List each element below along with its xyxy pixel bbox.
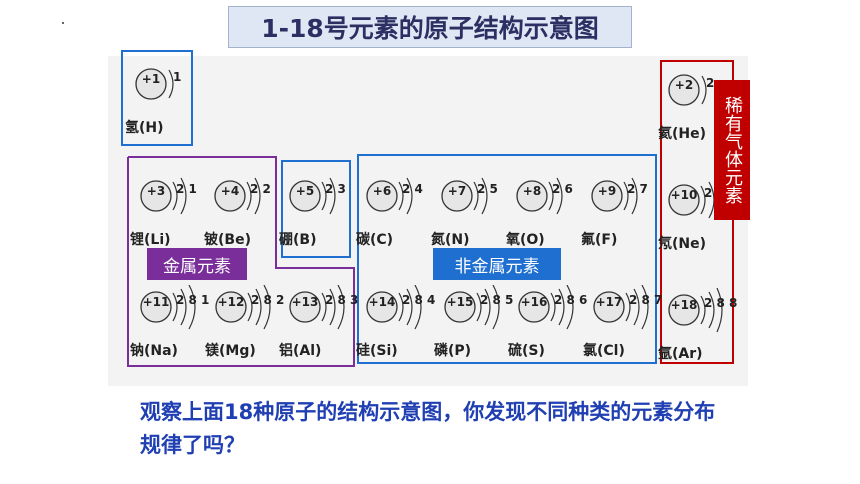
element-name: 硅(Si) bbox=[356, 343, 398, 359]
noble-gas-label: 稀有气体元素 bbox=[714, 80, 750, 220]
shell-electrons: 2 bbox=[706, 76, 715, 90]
nucleus-charge: +7 bbox=[447, 184, 467, 198]
nonmetal-label: 非金属元素 bbox=[433, 248, 561, 280]
shell-electrons: 2 8 5 bbox=[480, 293, 514, 307]
nucleus-charge: +13 bbox=[291, 295, 319, 309]
element-Ar: +18 2 8 8 氩(Ar) bbox=[658, 288, 738, 384]
shell-electrons: 2 2 bbox=[250, 182, 271, 196]
nucleus-charge: +17 bbox=[595, 295, 623, 309]
element-name: 镁(Mg) bbox=[205, 343, 256, 359]
shell-electrons: 2 1 bbox=[176, 182, 197, 196]
element-C: +6 2 4 碳(C) bbox=[356, 174, 434, 270]
shell-electrons: 2 4 bbox=[402, 182, 423, 196]
shell-electrons: 2 7 bbox=[627, 182, 648, 196]
diagram-panel bbox=[108, 56, 748, 386]
element-N: +7 2 5 氮(N) bbox=[431, 174, 509, 270]
shell-electrons: 2 8 8 bbox=[704, 296, 738, 310]
nucleus-charge: +3 bbox=[146, 184, 166, 198]
element-Si: +14 2 8 4 硅(Si) bbox=[356, 285, 436, 381]
element-name: 锂(Li) bbox=[130, 232, 171, 248]
nucleus-charge: +11 bbox=[142, 295, 170, 309]
element-name: 氮(N) bbox=[431, 232, 470, 248]
element-B: +5 2 3 硼(B) bbox=[279, 174, 357, 270]
nucleus-charge: +5 bbox=[295, 184, 315, 198]
shell-electrons: 2 8 6 bbox=[554, 293, 588, 307]
shell-electrons: 2 8 1 bbox=[176, 293, 210, 307]
element-S: +16 2 8 6 硫(S) bbox=[508, 285, 588, 381]
element-F: +9 2 7 氟(F) bbox=[581, 174, 659, 270]
element-name: 铝(Al) bbox=[279, 343, 322, 359]
element-name: 氖(Ne) bbox=[658, 236, 707, 252]
element-name: 氯(Cl) bbox=[583, 343, 625, 359]
element-name: 硼(B) bbox=[279, 232, 317, 248]
element-Na: +11 2 8 1 钠(Na) bbox=[130, 285, 210, 381]
nucleus-charge: +2 bbox=[674, 78, 694, 92]
shell-electrons: 2 8 4 bbox=[402, 293, 436, 307]
shell-electrons: 2 5 bbox=[477, 182, 498, 196]
nucleus-charge: +1 bbox=[141, 72, 161, 86]
element-name: 磷(P) bbox=[434, 343, 472, 359]
shell-electrons: 2 8 3 bbox=[325, 293, 359, 307]
nucleus-charge: +4 bbox=[220, 184, 240, 198]
nucleus-charge: +6 bbox=[372, 184, 392, 198]
shell-electrons: 1 bbox=[173, 70, 182, 84]
element-name: 氟(F) bbox=[581, 232, 618, 248]
element-H: +1 1 氢(H) bbox=[125, 62, 203, 158]
nucleus-charge: +12 bbox=[217, 295, 245, 309]
element-name: 氢(H) bbox=[125, 120, 164, 136]
page-title: 1-18号元素的原子结构示意图 bbox=[228, 6, 632, 48]
metal-label: 金属元素 bbox=[147, 248, 247, 280]
question-text: 观察上面18种原子的结构示意图，你发现不同种类的元素分布规律了吗？ bbox=[140, 400, 716, 457]
element-Cl: +17 2 8 7 氯(Cl) bbox=[583, 285, 663, 381]
nucleus-charge: +16 bbox=[520, 295, 548, 309]
decorative-dot bbox=[62, 22, 64, 24]
nucleus-charge: +9 bbox=[597, 184, 617, 198]
nucleus-charge: +14 bbox=[368, 295, 396, 309]
element-name: 氦(He) bbox=[658, 126, 707, 142]
nucleus-charge: +10 bbox=[670, 188, 698, 202]
element-P: +15 2 8 5 磷(P) bbox=[434, 285, 514, 381]
element-Be: +4 2 2 铍(Be) bbox=[204, 174, 282, 270]
nucleus-charge: +15 bbox=[446, 295, 474, 309]
nucleus-charge: +18 bbox=[670, 298, 698, 312]
element-name: 硫(S) bbox=[508, 343, 545, 359]
boron-box bbox=[281, 160, 351, 258]
shell-electrons: 2 3 bbox=[325, 182, 346, 196]
element-Mg: +12 2 8 2 镁(Mg) bbox=[205, 285, 285, 381]
element-name: 氧(O) bbox=[506, 232, 545, 248]
element-He: +2 2 氦(He) bbox=[658, 68, 736, 164]
element-O: +8 2 6 氧(O) bbox=[506, 174, 584, 270]
element-Li: +3 2 1 锂(Li) bbox=[130, 174, 208, 270]
shell-electrons: 2 8 2 bbox=[251, 293, 285, 307]
element-name: 钠(Na) bbox=[130, 343, 178, 359]
nucleus-charge: +8 bbox=[522, 184, 542, 198]
element-name: 铍(Be) bbox=[204, 232, 251, 248]
hydrogen-box bbox=[121, 50, 193, 146]
element-name: 碳(C) bbox=[356, 232, 394, 248]
nonmetal-box bbox=[357, 154, 657, 364]
element-name: 氩(Ar) bbox=[658, 346, 703, 362]
shell-electrons: 2 8 7 bbox=[629, 293, 663, 307]
element-Al: +13 2 8 3 铝(Al) bbox=[279, 285, 359, 381]
shell-electrons: 2 6 bbox=[552, 182, 573, 196]
